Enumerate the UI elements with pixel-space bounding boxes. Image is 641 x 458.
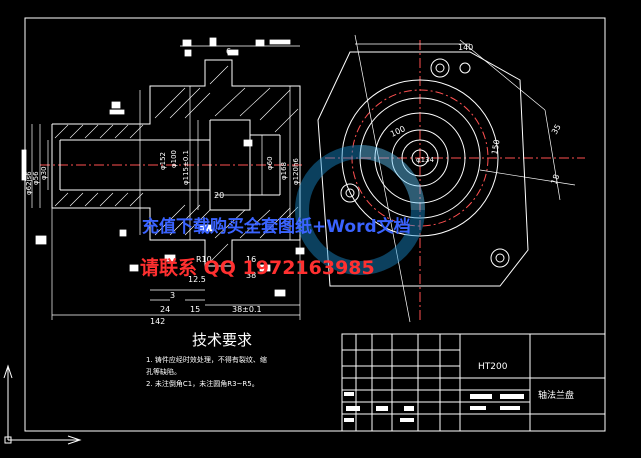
plan-view — [317, 34, 585, 323]
title-block-fill-marks — [344, 392, 524, 422]
dim-len15: 15 — [190, 305, 200, 314]
dim-d60: φ60 — [266, 156, 274, 170]
dim-d30: φ30 — [40, 166, 48, 180]
tech-title: 技术要求 — [192, 331, 252, 349]
dim-r35: 35 — [550, 123, 563, 136]
dim-d150-plan: 150 — [490, 139, 502, 156]
tech-note-1b: 孔等缺陷。 — [146, 367, 181, 376]
dim-d18: 18 — [549, 173, 561, 186]
dim-d120h6: φ120h6 — [292, 158, 300, 185]
tech-note-1: 1. 铸件应经时效处理，不得有裂纹、缩 — [146, 355, 267, 364]
dim-d56: φ56 — [32, 171, 40, 185]
watermark: 充值下载购买全套图纸+Word文档 请联系 QQ 1972163985 — [140, 145, 425, 279]
dim-r10: R10 — [196, 255, 212, 264]
section-hatching — [54, 65, 299, 263]
roughness-symbols — [21, 37, 305, 297]
title-block — [341, 333, 606, 432]
bolt-holes — [340, 58, 510, 268]
watermark-logo — [295, 145, 425, 275]
dim-len20: 20 — [214, 191, 224, 200]
dim-len38b: 38 — [246, 271, 256, 280]
ucs-axis-icon — [3, 364, 82, 445]
dim-len38: 38±0.1 — [232, 305, 262, 314]
dim-len142: 142 — [150, 317, 165, 326]
dim-d100: φ100 — [170, 150, 178, 168]
watermark-line-2: 请联系 QQ 1972163985 — [140, 256, 375, 279]
tech-note-2: 2. 未注倒角C1，未注圆角R3~R5。 — [146, 379, 259, 388]
dim-len24: 24 — [160, 305, 170, 314]
dim-w140: 140 — [458, 43, 473, 52]
dim-d152: φ152 — [159, 152, 167, 170]
drawing-frame — [24, 17, 606, 432]
dim-len12-5: 12.5 — [188, 275, 206, 284]
dim-d168: φ168 — [280, 162, 288, 180]
title-block-text: HT200 轴法兰盘 — [478, 362, 574, 401]
section-dimension-text: φ152 φ100 φ115±0.1 φ60 φ120h6 φ168 φ62js… — [25, 47, 300, 326]
dim-d115: φ115±0.1 — [182, 150, 190, 185]
dim-len16: 16 — [246, 255, 256, 264]
dim-len3: 3 — [170, 291, 175, 300]
dim-d62js6: φ62js6 — [25, 171, 33, 195]
section-dimension-lines — [31, 45, 301, 320]
tech-requirements: 技术要求 1. 铸件应经时效处理，不得有裂纹、缩 孔等缺陷。 2. 未注倒角C1… — [146, 331, 267, 388]
watermark-line-1: 充值下载购买全套图纸+Word文档 — [142, 216, 411, 237]
material-label: HT200 — [478, 362, 508, 372]
part-name-label: 轴法兰盘 — [538, 389, 574, 401]
dim-c6: 6 — [226, 47, 231, 56]
dim-d134: φ134 — [416, 156, 435, 164]
